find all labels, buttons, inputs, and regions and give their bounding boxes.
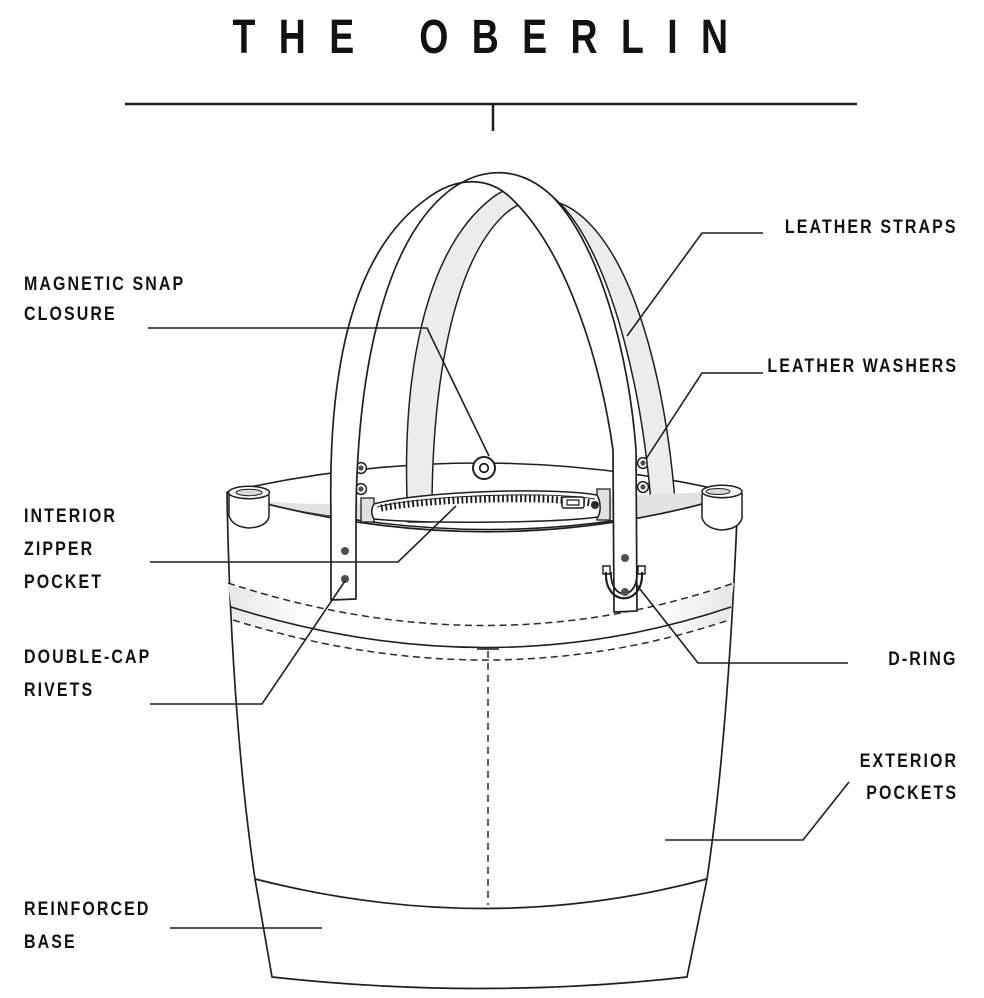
leader-interior-zipper xyxy=(150,506,456,562)
leader-leather-washers xyxy=(646,373,763,459)
label-d-ring: D-RING xyxy=(888,649,958,670)
label-reinforced-base: REINFORCED BASE xyxy=(24,899,151,953)
title-divider xyxy=(125,104,857,131)
leader-lines xyxy=(148,233,849,928)
leader-magnetic-snap xyxy=(148,328,489,456)
label-interior-zipper-pocket: INTERIOR ZIPPER POCKET xyxy=(24,506,118,593)
label-double-cap-rivets: DOUBLE-CAP RIVETS xyxy=(24,647,152,701)
label-exterior-pockets: EXTERIOR POCKETS xyxy=(859,751,958,804)
label-magnetic-snap-closure: MAGNETIC SNAP CLOSURE xyxy=(24,274,186,325)
zipper xyxy=(361,489,610,522)
pocket-hem xyxy=(228,583,734,660)
tote-handle-front xyxy=(331,173,637,612)
magnetic-snap xyxy=(473,457,495,479)
label-leather-washers: LEATHER WASHERS xyxy=(767,356,958,377)
base-seam xyxy=(255,879,707,909)
label-leather-straps: LEATHER STRAPS xyxy=(785,217,958,238)
leader-leather-straps xyxy=(627,233,763,336)
double-cap-rivet-icons xyxy=(341,547,629,596)
leader-exterior-pockets xyxy=(665,782,849,840)
leather-washer-icons xyxy=(356,458,649,495)
zipper-pull xyxy=(562,497,599,509)
leader-double-cap-rivets xyxy=(150,581,345,704)
bag-front-panel xyxy=(227,493,738,989)
rim-corner-rolls xyxy=(229,485,743,530)
leader-d-ring xyxy=(636,584,848,663)
pocket-center-stitch xyxy=(477,649,499,905)
page-title: THE OBERLIN xyxy=(232,11,752,64)
